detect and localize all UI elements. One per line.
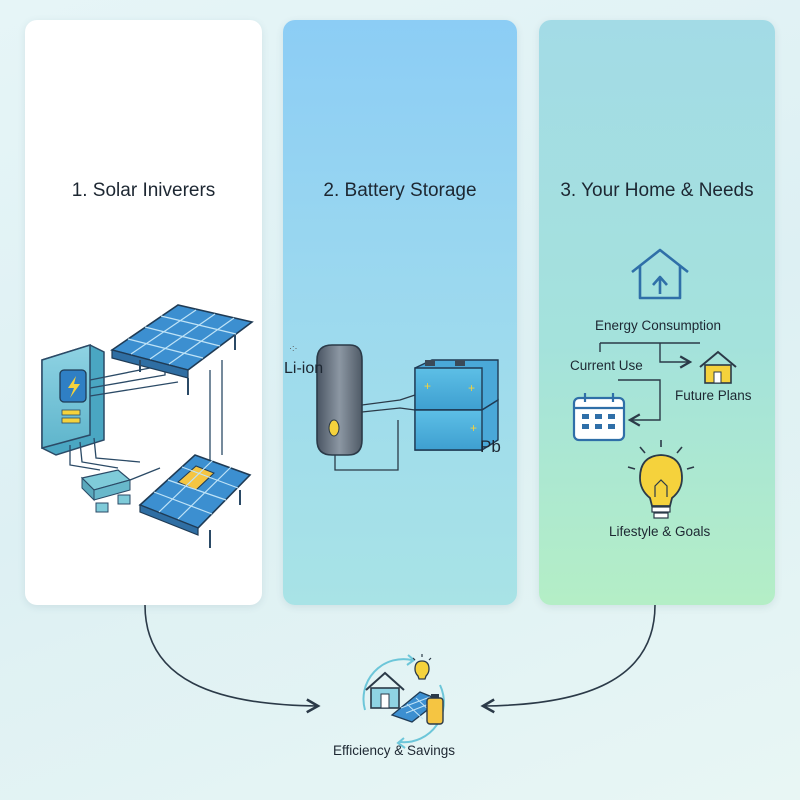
li-ion-label: Li-ion [284,360,324,377]
lightbulb-icon [412,654,432,680]
cycle-icon [362,654,445,749]
svg-text:+: + [424,379,431,393]
battery-icon: ·:· [289,343,363,456]
lifestyle-goals-label: Lifestyle & Goals [609,524,711,539]
house-icon [699,350,737,384]
flow-lines [599,342,700,427]
svg-text:·:·: ·:· [289,343,298,353]
panel-battery-storage: 2. Battery Storage [283,20,517,605]
solar-panel-icon [138,454,252,548]
future-plans-label: Future Plans [675,388,752,403]
micro-inverter-icon [80,469,132,513]
current-use-label: Current Use [570,358,643,373]
panel-title: 1. Solar Iniverers [71,180,216,201]
svg-text:+: + [468,381,475,395]
calendar-icon [572,393,626,442]
energy-consumption-label: Energy Consumption [595,318,722,333]
battery-icon: + + + [414,359,499,451]
house-icon [365,671,405,709]
flow-arrow [144,604,321,714]
lightbulb-icon [627,440,695,519]
panel-title: 3. Your Home & Needs [560,180,754,201]
battery-wires [334,394,416,471]
battery-icon [426,694,444,725]
efficiency-savings-label: Efficiency & Savings [333,743,456,758]
house-icon [631,248,689,300]
svg-text:+: + [470,421,477,435]
solar-panel-icon [110,304,254,395]
panel-title: 2. Battery Storage [323,180,477,201]
flow-arrow [480,604,656,714]
pb-label: Pb [480,437,501,456]
inverter-icon [41,343,105,456]
